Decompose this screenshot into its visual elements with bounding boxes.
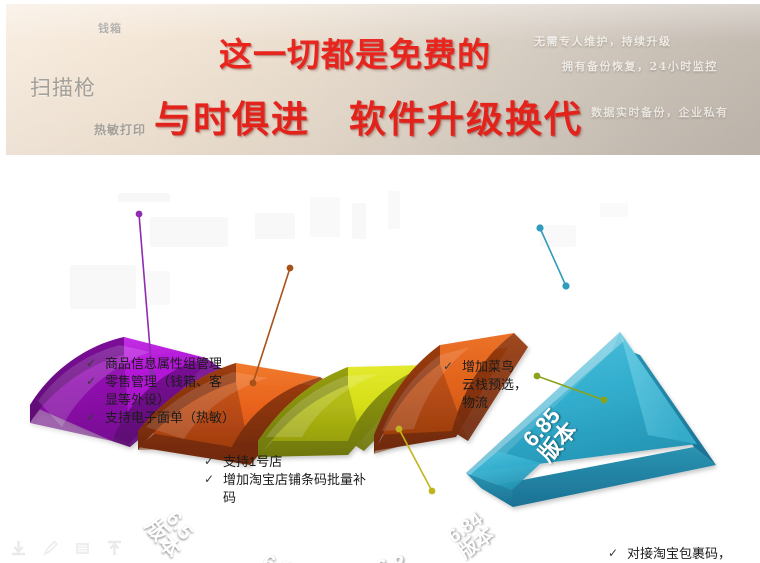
watermark-smudge bbox=[255, 213, 295, 239]
callout-text: 对接淘宝包裹码， 对接云栈面单 bbox=[627, 546, 732, 561]
banner-title-line-2: 与时俱进 软件升级换代 bbox=[154, 97, 583, 141]
hardware-label-scanner-gun: 扫描枪 bbox=[30, 77, 96, 100]
callout-taobao-parcel-code: ✓ 对接淘宝包裹码， 对接云栈面单 bbox=[608, 545, 758, 563]
callout-text: 商品信息属性组管理 bbox=[105, 356, 223, 371]
check-icon: ✓ bbox=[204, 454, 215, 468]
watermark-smudge bbox=[146, 271, 170, 305]
check-icon: ✓ bbox=[608, 546, 619, 560]
watermark-smudge bbox=[388, 191, 400, 229]
callout-product-retail: ✓ 商品信息属性组管理 ✓ 零售管理（钱箱、客 显等外设） ✓ 支持电子面单（热… bbox=[86, 355, 356, 427]
banner-tagline-2: 拥有备份恢复，24小时监控 bbox=[562, 60, 718, 73]
callout-text: 增加淘宝店铺条码批量补 码 bbox=[223, 471, 367, 505]
callout-cainiao-logistics: ✓ 增加菜鸟 云栈预选， 物流 bbox=[443, 358, 563, 412]
hardware-label-cash-drawer: 钱箱 bbox=[98, 23, 122, 35]
header-banner: 钱箱 扫描枪 热敏打印 这一切都是免费的 与时俱进 软件升级换代 无需专人维护，… bbox=[6, 4, 760, 155]
watermark-smudge bbox=[600, 203, 628, 217]
callout-item: ✓ 零售管理（钱箱、客 显等外设） bbox=[86, 373, 356, 409]
callout-text: 增加菜鸟 云栈预选， 物流 bbox=[462, 359, 528, 410]
export-icon bbox=[106, 540, 123, 557]
edit-icon bbox=[42, 540, 59, 557]
check-icon: ✓ bbox=[86, 409, 97, 424]
check-icon: ✓ bbox=[86, 373, 97, 388]
watermark-smudge bbox=[540, 225, 576, 247]
callout-text: 支持电子面单（热敏） bbox=[105, 409, 236, 425]
callout-yihaodian-taobao: ✓ 支持1号店 ✓ 增加淘宝店铺条码批量补 码 bbox=[204, 453, 454, 507]
banner-tagline-3: 数据实时备份，企业私有 bbox=[591, 106, 729, 119]
segment-6-8[interactable] bbox=[258, 365, 442, 459]
leader-lines bbox=[135, 210, 608, 495]
callout-item: ✓ 对接淘宝包裹码， 对接云栈面单 bbox=[608, 545, 758, 563]
check-icon: ✓ bbox=[86, 356, 97, 370]
watermark-smudge bbox=[310, 197, 340, 237]
hardware-label-thermal-printer: 热敏打印 bbox=[94, 123, 147, 137]
watermark-smudge bbox=[150, 217, 228, 247]
check-icon: ✓ bbox=[443, 359, 454, 373]
watermark-smudge bbox=[118, 193, 170, 202]
callout-text: 零售管理（钱箱、客 显等外设） bbox=[105, 373, 223, 407]
diagram-stage: 6.5 版本 6.7 版本 6.8 版本 6.84 版本 6.85 版本 ✓ 商… bbox=[0, 155, 760, 563]
import-icon bbox=[10, 540, 27, 557]
bottom-icon-strip bbox=[0, 535, 760, 563]
callout-item: ✓ 支持电子面单（热敏） bbox=[86, 409, 356, 427]
banner-title-line-1: 这一切都是免费的 bbox=[219, 35, 491, 74]
callout-item: ✓ 增加淘宝店铺条码批量补 码 bbox=[204, 471, 454, 507]
check-icon: ✓ bbox=[204, 471, 215, 486]
watermark-smudge bbox=[70, 265, 136, 309]
callout-text: 支持1号店 bbox=[223, 454, 283, 469]
list-icon bbox=[74, 540, 91, 557]
segment-6-84[interactable] bbox=[374, 333, 528, 454]
version-timeline-arrow bbox=[30, 210, 716, 507]
segment-6-85-arrowhead[interactable] bbox=[466, 332, 716, 507]
banner-tagline-1: 无需专人维护，持续升级 bbox=[534, 35, 672, 48]
watermark-smudge bbox=[352, 203, 366, 239]
callout-item: ✓ 商品信息属性组管理 bbox=[86, 355, 356, 373]
callout-item: ✓ 增加菜鸟 云栈预选， 物流 bbox=[443, 358, 563, 412]
callout-item: ✓ 支持1号店 bbox=[204, 453, 454, 471]
